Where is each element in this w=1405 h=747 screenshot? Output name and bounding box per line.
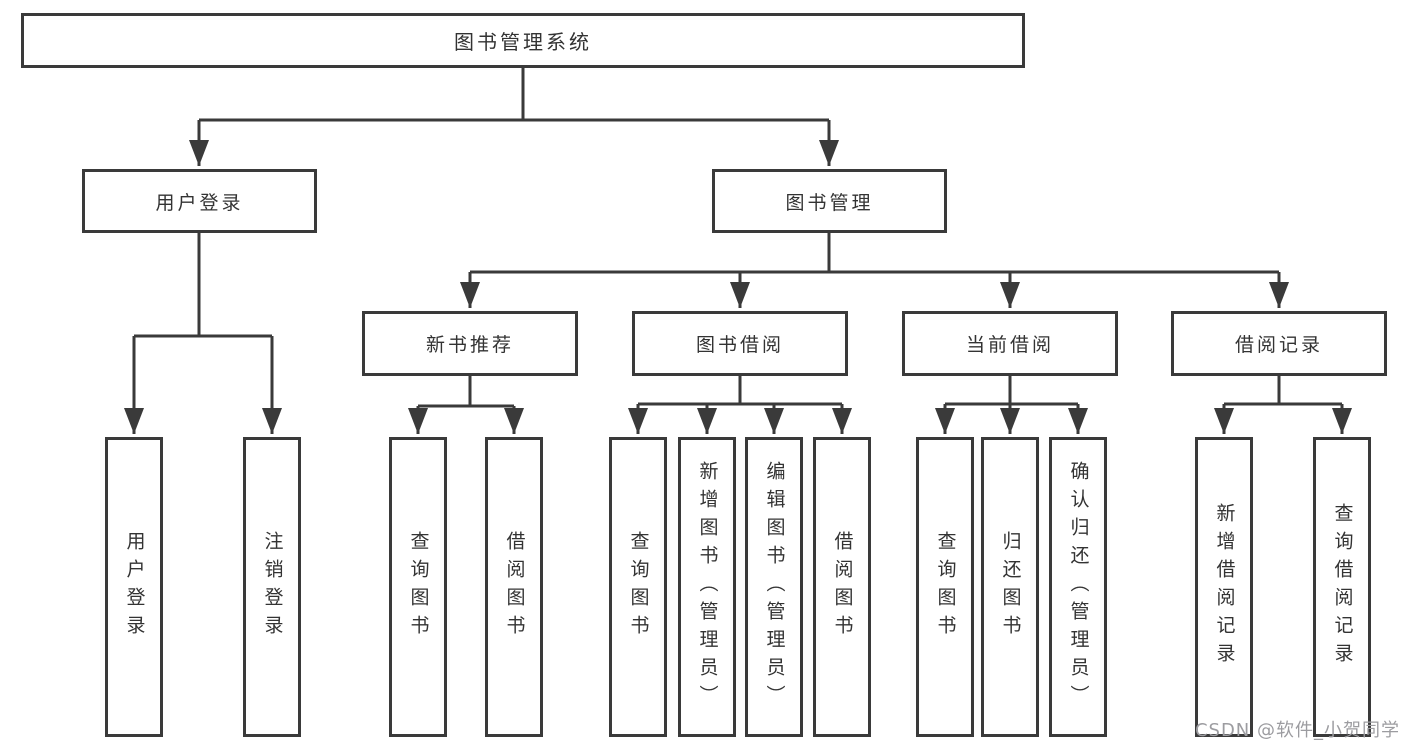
leaf-label: 新增图书（管理员） <box>696 461 719 713</box>
leaf-label: 注销登录 <box>261 531 284 643</box>
node-borrow-record: 借阅记录 <box>1171 311 1387 376</box>
leaf-add-borrow-record: 新增借阅记录 <box>1195 437 1253 737</box>
leaf-label: 查询图书 <box>407 531 430 643</box>
leaf-logout: 注销登录 <box>243 437 301 737</box>
node-borrow-record-label: 借阅记录 <box>1234 334 1323 356</box>
node-root-label: 图书管理系统 <box>454 30 592 54</box>
node-book-mgmt: 图书管理 <box>712 169 947 233</box>
leaf-label: 查询图书 <box>934 531 957 643</box>
node-current-borrow-label: 当前借阅 <box>965 334 1054 356</box>
node-current-borrow: 当前借阅 <box>902 311 1118 376</box>
leaf-add-book-admin: 新增图书（管理员） <box>678 437 736 737</box>
leaf-label: 确认归还（管理员） <box>1067 461 1090 713</box>
leaf-label: 查询借阅记录 <box>1331 503 1354 671</box>
leaf-query-book-current: 查询图书 <box>916 437 974 737</box>
leaf-query-borrow-record: 查询借阅记录 <box>1313 437 1371 737</box>
leaf-borrow-book: 借阅图书 <box>813 437 871 737</box>
leaf-edit-book-admin: 编辑图书（管理员） <box>745 437 803 737</box>
leaf-user-login: 用户登录 <box>105 437 163 737</box>
node-user-login-label: 用户登录 <box>155 191 244 214</box>
leaf-borrow-book-rec: 借阅图书 <box>485 437 543 737</box>
leaf-confirm-return-admin: 确认归还（管理员） <box>1049 437 1107 737</box>
leaf-query-book-borrow: 查询图书 <box>609 437 667 737</box>
node-new-book-rec-label: 新书推荐 <box>425 334 514 356</box>
leaf-label: 新增借阅记录 <box>1213 503 1236 671</box>
node-root: 图书管理系统 <box>21 13 1025 68</box>
node-book-borrow-label: 图书借阅 <box>695 334 784 356</box>
leaf-return-book: 归还图书 <box>981 437 1039 737</box>
node-user-login: 用户登录 <box>82 169 317 233</box>
node-book-borrow: 图书借阅 <box>632 311 848 376</box>
node-book-mgmt-label: 图书管理 <box>785 191 874 214</box>
leaf-label: 借阅图书 <box>831 531 854 643</box>
leaf-label: 查询图书 <box>627 531 650 643</box>
node-new-book-rec: 新书推荐 <box>362 311 578 376</box>
leaf-label: 归还图书 <box>999 531 1022 643</box>
leaf-query-book-rec: 查询图书 <box>389 437 447 737</box>
watermark: CSDN @软件_小贺同学 <box>1194 720 1400 741</box>
leaf-label: 用户登录 <box>123 531 146 643</box>
connector-segments <box>124 66 1352 434</box>
leaf-label: 编辑图书（管理员） <box>763 461 786 713</box>
leaf-label: 借阅图书 <box>503 531 526 643</box>
